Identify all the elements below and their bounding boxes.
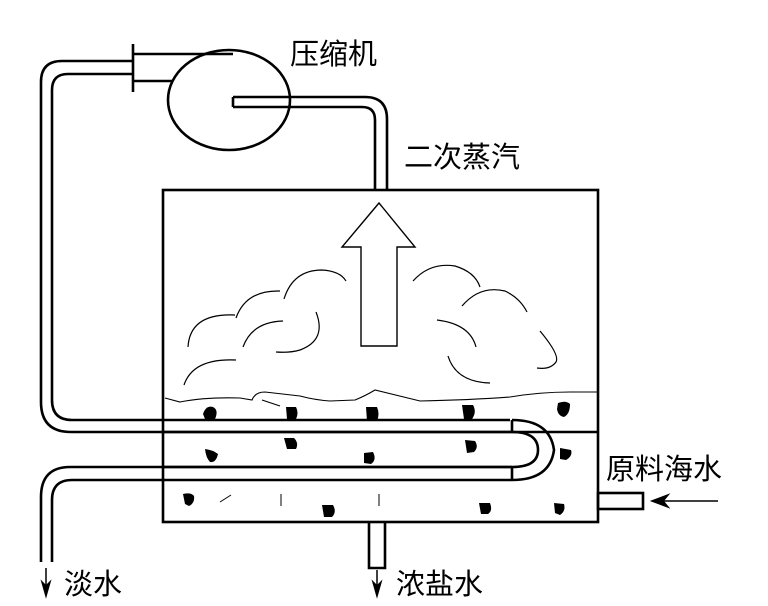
u-tube-bend-outer bbox=[511, 418, 556, 482]
water-surface bbox=[164, 389, 598, 403]
brine-outlet-pipe bbox=[367, 522, 387, 570]
vapor-pipe-outer bbox=[39, 59, 598, 434]
droplet bbox=[554, 503, 565, 515]
fresh-water-pipe-inner bbox=[50, 478, 512, 562]
droplet bbox=[183, 493, 195, 506]
steam-pipe-inner bbox=[233, 105, 377, 190]
droplet bbox=[462, 405, 475, 419]
droplets bbox=[183, 401, 572, 517]
droplet bbox=[286, 407, 298, 419]
droplet bbox=[479, 503, 492, 514]
droplet bbox=[322, 505, 335, 517]
compressor bbox=[166, 48, 292, 152]
feed-seawater-label: 原料海水 bbox=[606, 452, 723, 486]
brine-label: 浓盐水 bbox=[396, 567, 484, 601]
compressor-label: 压缩机 bbox=[290, 37, 378, 71]
u-tube-bend-inner bbox=[511, 430, 540, 469]
water-surface-fragment bbox=[261, 399, 281, 407]
droplet bbox=[465, 440, 477, 453]
brine-arrow-head bbox=[371, 579, 383, 599]
secondary-steam-label: 二次蒸汽 bbox=[404, 140, 521, 174]
seawater-arrow-head bbox=[649, 493, 671, 509]
droplet bbox=[284, 438, 298, 449]
droplet bbox=[203, 406, 217, 421]
droplet bbox=[560, 448, 572, 460]
steam-rise-arrow bbox=[340, 201, 417, 347]
droplet bbox=[364, 452, 375, 464]
droplet bbox=[557, 401, 570, 417]
vapor-clouds bbox=[183, 264, 558, 386]
droplet bbox=[205, 449, 218, 463]
vapor-pipe-inner bbox=[50, 72, 510, 422]
steam-pipe-outer bbox=[233, 95, 389, 190]
fresh-water-arrow-head bbox=[40, 579, 52, 599]
evaporator-tank bbox=[161, 188, 600, 524]
fresh-water-pipe-outer bbox=[39, 465, 512, 562]
fresh-water-label: 淡水 bbox=[64, 567, 123, 601]
water-streaks bbox=[219, 494, 380, 506]
seawater-inlet-pipe bbox=[596, 491, 645, 511]
droplet bbox=[366, 407, 379, 421]
